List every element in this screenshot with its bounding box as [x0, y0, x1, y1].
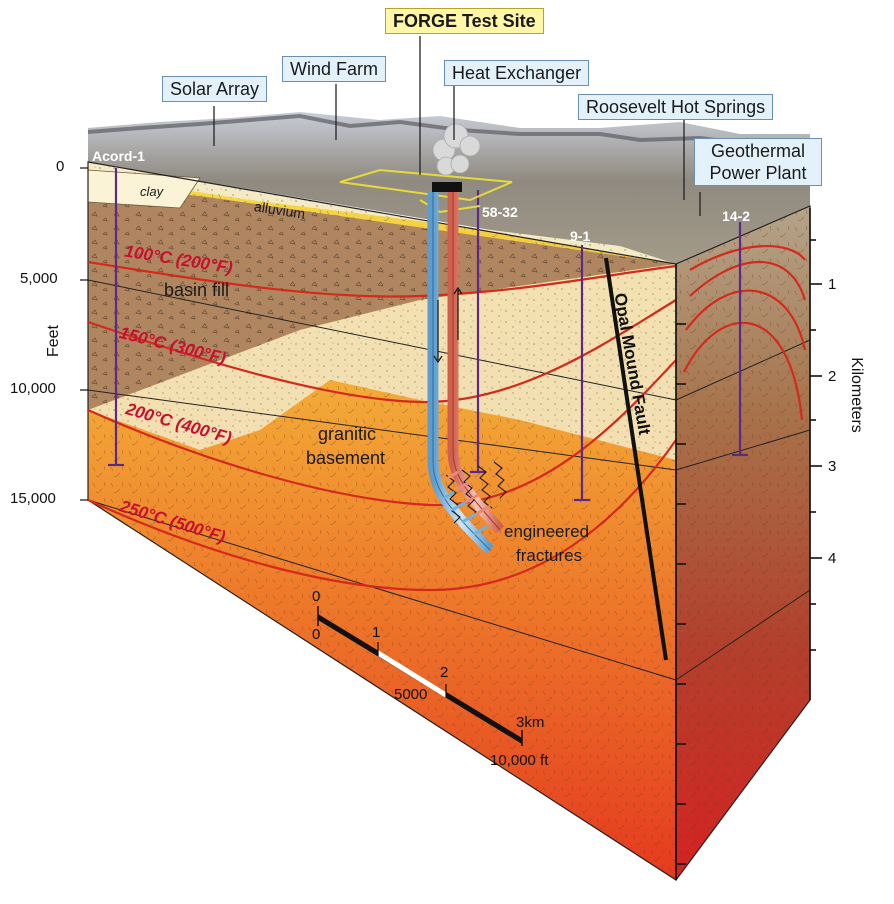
- engineered-label: engineered: [504, 522, 590, 541]
- scale-km-3: 3km: [516, 714, 545, 731]
- fractures-label: fractures: [516, 546, 583, 565]
- roosevelt-hot-springs-callout: Roosevelt Hot Springs: [578, 94, 774, 120]
- right-tick-4: 4: [828, 550, 837, 567]
- left-depth-axis: [80, 167, 88, 501]
- right-tick-1: 1: [828, 276, 837, 293]
- mountain-ridge: [87, 113, 811, 150]
- left-axis-label: Feet: [45, 324, 63, 358]
- scale-km-0: 0: [312, 588, 321, 605]
- granitic-label: granitic: [318, 424, 377, 444]
- basin-fill-label: basin fill: [164, 280, 230, 300]
- right-tick-2: 2: [828, 368, 837, 385]
- opal-mound-fault-line: [604, 257, 668, 661]
- left-tick-5000: 5,000: [20, 270, 58, 287]
- well-label-14-2: 14-2: [722, 208, 751, 224]
- scale-km-2: 2: [440, 664, 449, 681]
- strata-lines: [87, 279, 811, 681]
- left-tick-15000: 15,000: [10, 490, 56, 507]
- well-label-acord-1: Acord-1: [92, 148, 145, 164]
- scale-km-1: 1: [372, 624, 381, 641]
- well-label-58-32: 58-32: [482, 204, 518, 220]
- scale-bar: [317, 606, 523, 746]
- well-label-9-1: 9-1: [570, 228, 591, 244]
- geothermal-power-plant-callout: Geothermal Power Plant: [694, 138, 822, 186]
- solar-array-callout: Solar Array: [162, 76, 268, 102]
- forge-test-site-callout: FORGE Test Site: [385, 8, 544, 34]
- front-corner-ticks: [675, 264, 686, 880]
- steam-plume: [432, 123, 481, 176]
- scale-ft-5000: 5000: [394, 686, 428, 703]
- scale-ft-0: 0: [312, 626, 321, 643]
- clay-label: clay: [140, 184, 164, 199]
- scale-ft-10000: 10,000 ft: [490, 752, 549, 769]
- engineered-fractures: [445, 461, 507, 524]
- right-tick-3: 3: [828, 458, 837, 475]
- left-tick-0: 0: [56, 158, 65, 175]
- forge-pad: [339, 168, 513, 214]
- right-axis-label: Kilometers: [847, 357, 865, 433]
- left-tick-10000: 10,000: [10, 380, 56, 397]
- monitoring-wells: [108, 168, 748, 502]
- heat-exchanger-callout: Heat Exchanger: [444, 60, 590, 86]
- right-depth-axis: [809, 208, 822, 700]
- callout-leaders: [213, 36, 701, 216]
- isotherm-lines: [87, 245, 807, 592]
- wind-farm-callout: Wind Farm: [282, 56, 387, 82]
- basement-label: basement: [306, 448, 386, 468]
